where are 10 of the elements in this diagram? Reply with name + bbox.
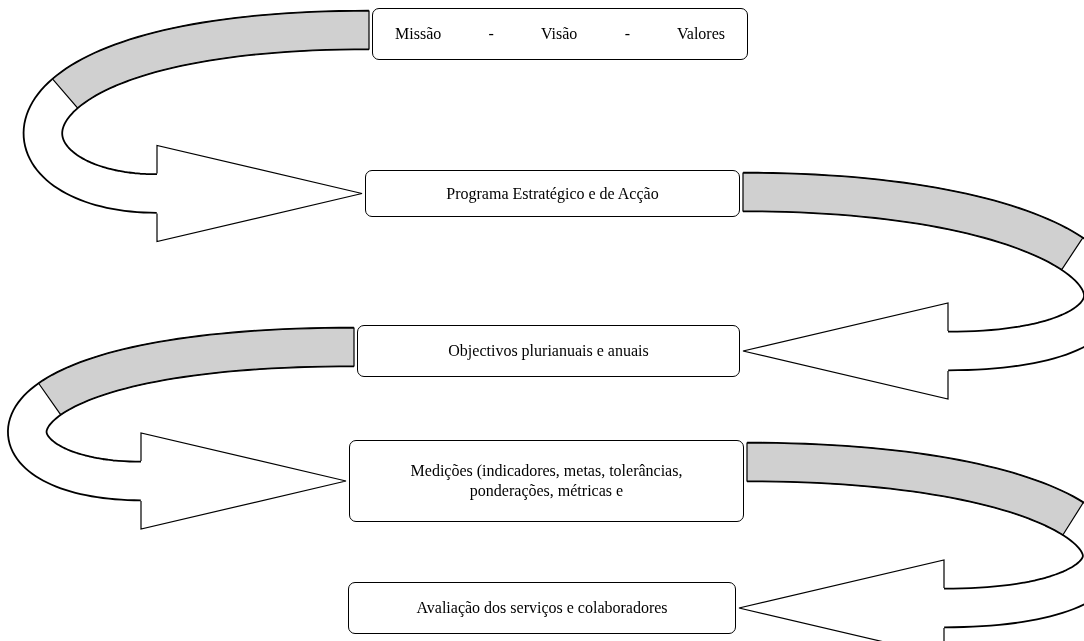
process-box <box>357 325 740 377</box>
process-box <box>348 582 736 634</box>
box-label: Programa Estratégico e de Acção <box>446 183 659 204</box>
box-label: Objectivos plurianuais e anuais <box>448 341 649 361</box>
process-box <box>349 440 744 522</box>
box-label: Missão - Visão - Valores <box>395 24 725 44</box>
process-box <box>365 170 740 217</box>
box-label: Medições (indicadores, metas, tolerâncias, ponderações, métricas e <box>409 461 684 501</box>
process-box <box>372 8 748 60</box>
box-label: Avaliação dos serviços e colaboradores <box>416 598 668 618</box>
